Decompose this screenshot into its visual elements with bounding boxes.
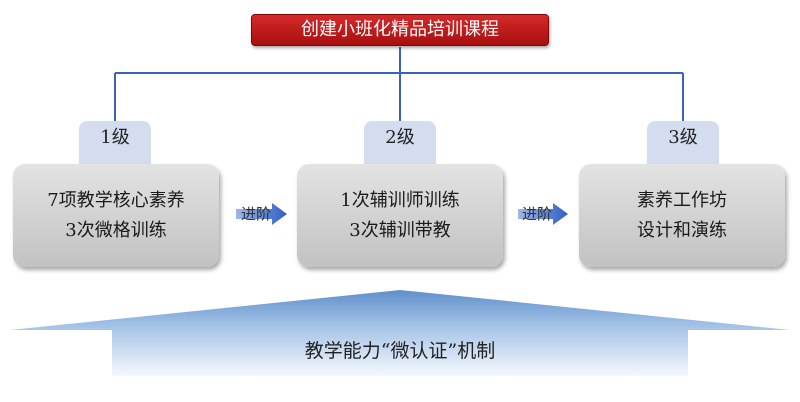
progress-arrow-2-label: 进阶 (522, 205, 553, 223)
title-box: 创建小班化精品培训课程 (251, 14, 549, 46)
progress-arrow-2 (518, 203, 568, 225)
level-2-card: 1次辅训师训练 3次辅训带教 (297, 164, 503, 267)
level-2-line-1: 1次辅训师训练 (340, 189, 460, 211)
foundation-label: 教学能力“微认证”机制 (304, 340, 496, 362)
level-1-card: 7项教学核心素养 3次微格训练 (13, 164, 219, 267)
foundation-shape (10, 290, 790, 376)
level-3-tab: 3级 (647, 121, 719, 169)
level-1-line-1: 7项教学核心素养 (47, 189, 185, 211)
level-3-line-1: 素养工作坊 (637, 189, 727, 211)
level-1-tab: 1级 (79, 121, 151, 169)
progress-arrow-1 (236, 203, 287, 225)
level-2-line-2: 3次辅训带教 (349, 219, 451, 241)
progress-arrow-1-label: 进阶 (241, 205, 272, 223)
level-2-tab: 2级 (364, 121, 436, 169)
connector-lines (114, 47, 684, 121)
level-3-line-2: 设计和演练 (637, 219, 727, 241)
level-1-line-2: 3次微格训练 (65, 219, 167, 241)
level-3-card: 素养工作坊 设计和演练 (579, 164, 785, 267)
